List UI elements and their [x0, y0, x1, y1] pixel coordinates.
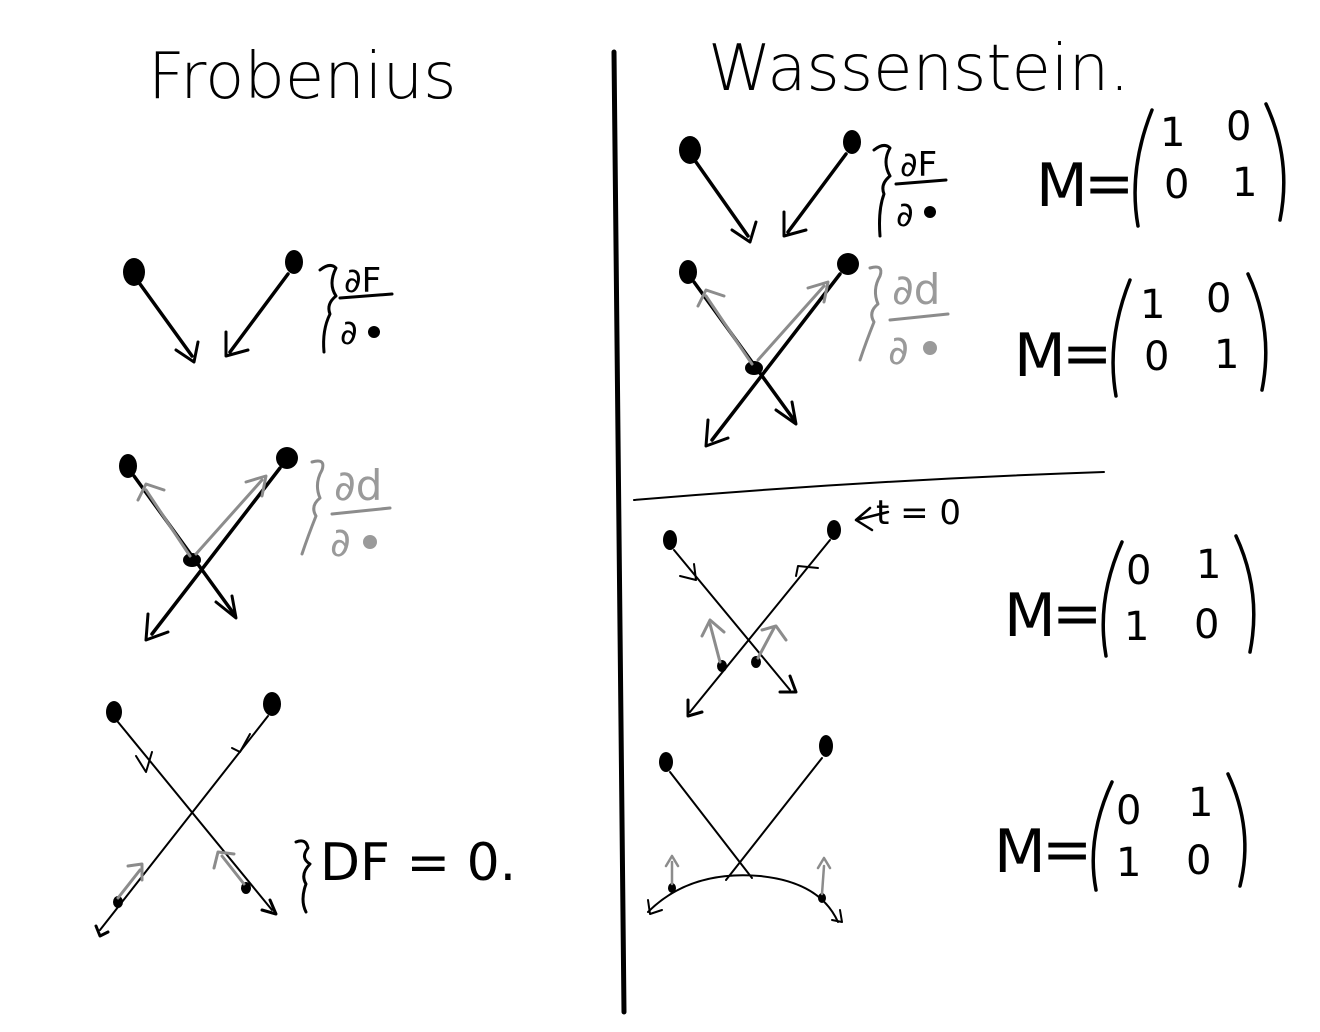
matrix-1-a22: 1: [1232, 160, 1257, 206]
matrix-1-name: M: [1036, 151, 1088, 221]
frac-dF-denominator-r: ∂: [896, 195, 914, 235]
matrix-2-equals: =: [1062, 319, 1112, 389]
matrix-1-equals: =: [1084, 149, 1134, 219]
matrix-3-a22: 0: [1194, 602, 1219, 648]
matrix-1-a11: 1: [1160, 110, 1185, 156]
matrix-equation-3: M = 0 1 1 0: [1004, 534, 1256, 658]
matrix-1-a21: 0: [1164, 162, 1189, 208]
matrix-2-a12: 0: [1206, 276, 1231, 322]
matrix-2-a22: 1: [1214, 332, 1239, 378]
matrix-3-a12: 1: [1196, 542, 1221, 588]
matrix-3-name: M: [1004, 581, 1056, 651]
matrix-2-a21: 0: [1144, 334, 1169, 380]
matrix-equation-1: M = 1 0 0 1: [1036, 102, 1286, 228]
diagram-frobenius-3: DF = 0.: [94, 692, 516, 938]
frac-dF-numerator: ∂F: [344, 261, 381, 301]
matrix-4-equals: =: [1042, 815, 1092, 885]
frac-dd-numerator: ∂d: [334, 461, 382, 510]
diagram-wasserstein-3: t = 0: [663, 493, 961, 718]
diagram-wasserstein-4: [647, 735, 843, 923]
matrix-3-equals: =: [1052, 579, 1102, 649]
frac-dF-denominator: ∂: [340, 313, 358, 353]
matrix-4-a22: 0: [1186, 838, 1211, 884]
matrix-equation-4: M = 0 1 1 0: [994, 772, 1247, 892]
title-wassenstein: Wassenstein.: [708, 32, 1130, 106]
matrix-3-a11: 0: [1126, 548, 1151, 594]
matrix-2-name: M: [1014, 321, 1066, 391]
matrix-4-a12: 1: [1188, 780, 1213, 826]
frac-dd-numerator-r: ∂d: [892, 265, 940, 314]
diagram-wasserstein-2: ∂d ∂: [679, 253, 950, 448]
matrix-2-a11: 1: [1140, 282, 1165, 328]
matrix-4-a11: 0: [1116, 788, 1141, 834]
diagram-wasserstein-1: ∂F ∂: [679, 130, 948, 244]
diagram-frobenius-1: ∂F ∂: [123, 250, 394, 364]
horizontal-divider: [633, 471, 1105, 501]
frac-dF-numerator-r: ∂F: [900, 145, 937, 185]
matrix-4-name: M: [994, 817, 1046, 887]
matrix-3-a21: 1: [1124, 604, 1149, 650]
frac-dd-denominator-r: ∂: [888, 328, 909, 374]
title-frobenius: Frobenius: [148, 40, 456, 114]
matrix-equation-2: M = 1 0 0 1: [1014, 272, 1268, 398]
vertical-divider: [611, 49, 627, 1015]
diagram-frobenius-2: ∂d ∂: [119, 447, 392, 642]
matrix-1-a12: 0: [1226, 104, 1251, 150]
frac-dd-denominator: ∂: [330, 520, 351, 566]
t-equals-zero: t = 0: [876, 493, 961, 533]
df-equals-zero: DF = 0.: [320, 833, 516, 893]
matrix-4-a21: 1: [1116, 840, 1141, 886]
